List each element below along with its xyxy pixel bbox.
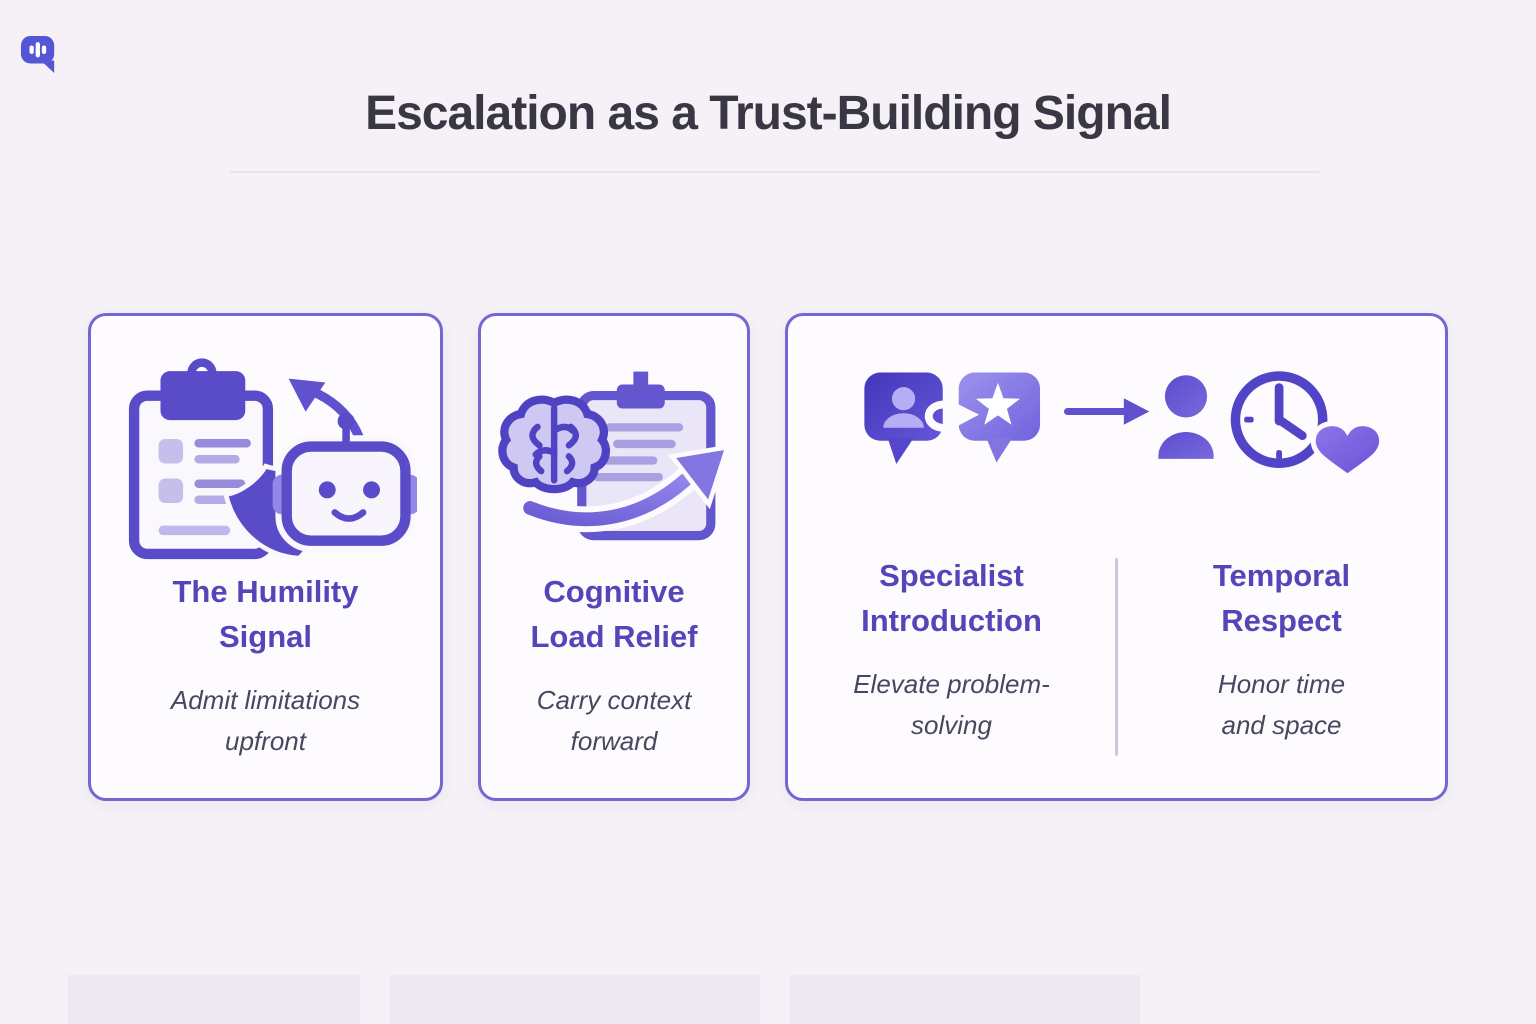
section-title: Temporal Respect xyxy=(1212,558,1351,638)
section-divider xyxy=(1115,558,1118,756)
ghost-block xyxy=(68,975,360,1024)
card-cognitive-load-relief: Cognitive Load Relief Carry context forw… xyxy=(478,313,750,801)
temporal-respect-illustration xyxy=(1158,371,1385,480)
brain-document-illustration xyxy=(497,371,731,541)
star-chat-bubble-icon xyxy=(958,372,1041,463)
forward-swoosh-arrow-icon xyxy=(516,444,731,533)
page-title: Escalation as a Trust-Building Signal xyxy=(365,87,1172,140)
brain-icon xyxy=(497,395,610,494)
ghost-block xyxy=(390,975,760,1024)
card-title: The Humility Signal xyxy=(172,574,359,654)
bottom-ghost-strip xyxy=(0,975,1536,1024)
voice-chat-logo-icon xyxy=(20,34,58,74)
robot-face-icon xyxy=(272,412,417,553)
section-temporal-respect: Temporal Respect Honor time and space xyxy=(1118,554,1445,747)
title-divider xyxy=(230,171,1320,173)
section-specialist-introduction: Specialist Introduction Elevate problem-… xyxy=(788,554,1115,747)
section-subtitle: Elevate problem- solving xyxy=(853,668,1050,741)
person-icon xyxy=(1158,375,1214,459)
card-subtitle: Admit limitations upfront xyxy=(170,684,361,757)
heart-icon xyxy=(1310,421,1385,480)
card-title: Cognitive Load Relief xyxy=(530,574,698,654)
right-arrow-icon xyxy=(1064,398,1150,425)
card-specialist-temporal: Specialist Introduction Elevate problem-… xyxy=(785,313,1448,801)
card-subtitle: Carry context forward xyxy=(536,684,692,757)
handoff-icon-row xyxy=(788,316,1445,554)
ghost-block xyxy=(790,975,1140,1024)
humility-icon-cluster xyxy=(91,316,440,564)
card-humility-signal: The Humility Signal Admit limitations up… xyxy=(88,313,443,801)
chat-handoff-illustration xyxy=(864,372,1041,465)
handoff-arrow-icon xyxy=(924,400,980,432)
voice-chat-bubble-icon xyxy=(20,35,55,73)
clipboard-robot-illustration xyxy=(128,358,417,561)
user-chat-bubble-icon xyxy=(864,372,943,465)
card-sections: Specialist Introduction Elevate problem-… xyxy=(788,554,1445,798)
section-title: Specialist Introduction xyxy=(861,558,1042,638)
cognitive-icon-cluster xyxy=(481,316,747,564)
clock-icon xyxy=(1230,371,1328,468)
cards-row: The Humility Signal Admit limitations up… xyxy=(88,313,1448,801)
section-subtitle: Honor time and space xyxy=(1217,668,1346,741)
